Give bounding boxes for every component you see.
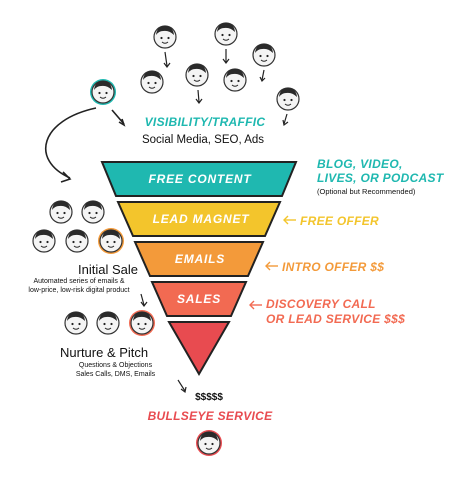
arrow-discovery-icon (249, 300, 262, 310)
funnel-label-lead-magnet: LEAD MAGNET (152, 212, 250, 226)
person-icon (64, 311, 88, 335)
funnel-layer-lead-magnet (116, 201, 282, 237)
traffic-sources-subtitle: Social Media, SEO, Ads (141, 134, 265, 146)
initial-sale-title: Initial Sale (78, 262, 138, 277)
funnel-layer-bottom (167, 321, 231, 377)
arrow-free-offer-icon (283, 215, 296, 225)
person-icon (252, 43, 276, 67)
person-icon (140, 70, 164, 94)
discovery-call-note: DISCOVERY CALL OR LEAD SERVICE $$$ (266, 297, 406, 326)
funnel-layer-emails (133, 241, 265, 277)
arrow-intro-offer-icon (265, 261, 278, 271)
crowd-arrows (163, 49, 289, 127)
intro-offer-note: INTRO OFFER $$ (282, 260, 385, 274)
person-icon (65, 229, 89, 253)
nurture-pitch-description: Questions & Objections Sales Calls, DMS,… (75, 362, 156, 378)
optional-note: (Optional but Recommended) (317, 187, 416, 196)
blog-video-note: BLOG, VIDEO, LIVES, OR PODCAST (317, 157, 444, 185)
funnel-layer-free-content (100, 161, 298, 197)
person-icon (153, 25, 177, 49)
person-icon (214, 22, 238, 46)
person-icon (32, 229, 56, 253)
funnel-layer-sales (150, 281, 248, 317)
person-icon (223, 68, 247, 92)
funnel-label-sales: SALES (176, 292, 221, 306)
curved-arrow-icon (44, 107, 126, 183)
person-icon (185, 63, 209, 87)
funnel-label-emails: EMAILS (174, 252, 226, 266)
bullseye-service-label: BULLSEYE SERVICE (147, 409, 273, 423)
person-icon (96, 311, 120, 335)
free-offer-note: FREE OFFER (300, 214, 380, 228)
price-marker: $$$$$ (195, 392, 223, 403)
nurture-pitch-title: Nurture & Pitch (60, 345, 149, 360)
initial-sale-description: Automated series of emails & low-price, … (28, 278, 130, 294)
person-icon (276, 87, 300, 111)
visibility-traffic-title: VISIBILITY/TRAFFIC (144, 115, 266, 129)
funnel-label-free-content: FREE CONTENT (148, 172, 252, 186)
